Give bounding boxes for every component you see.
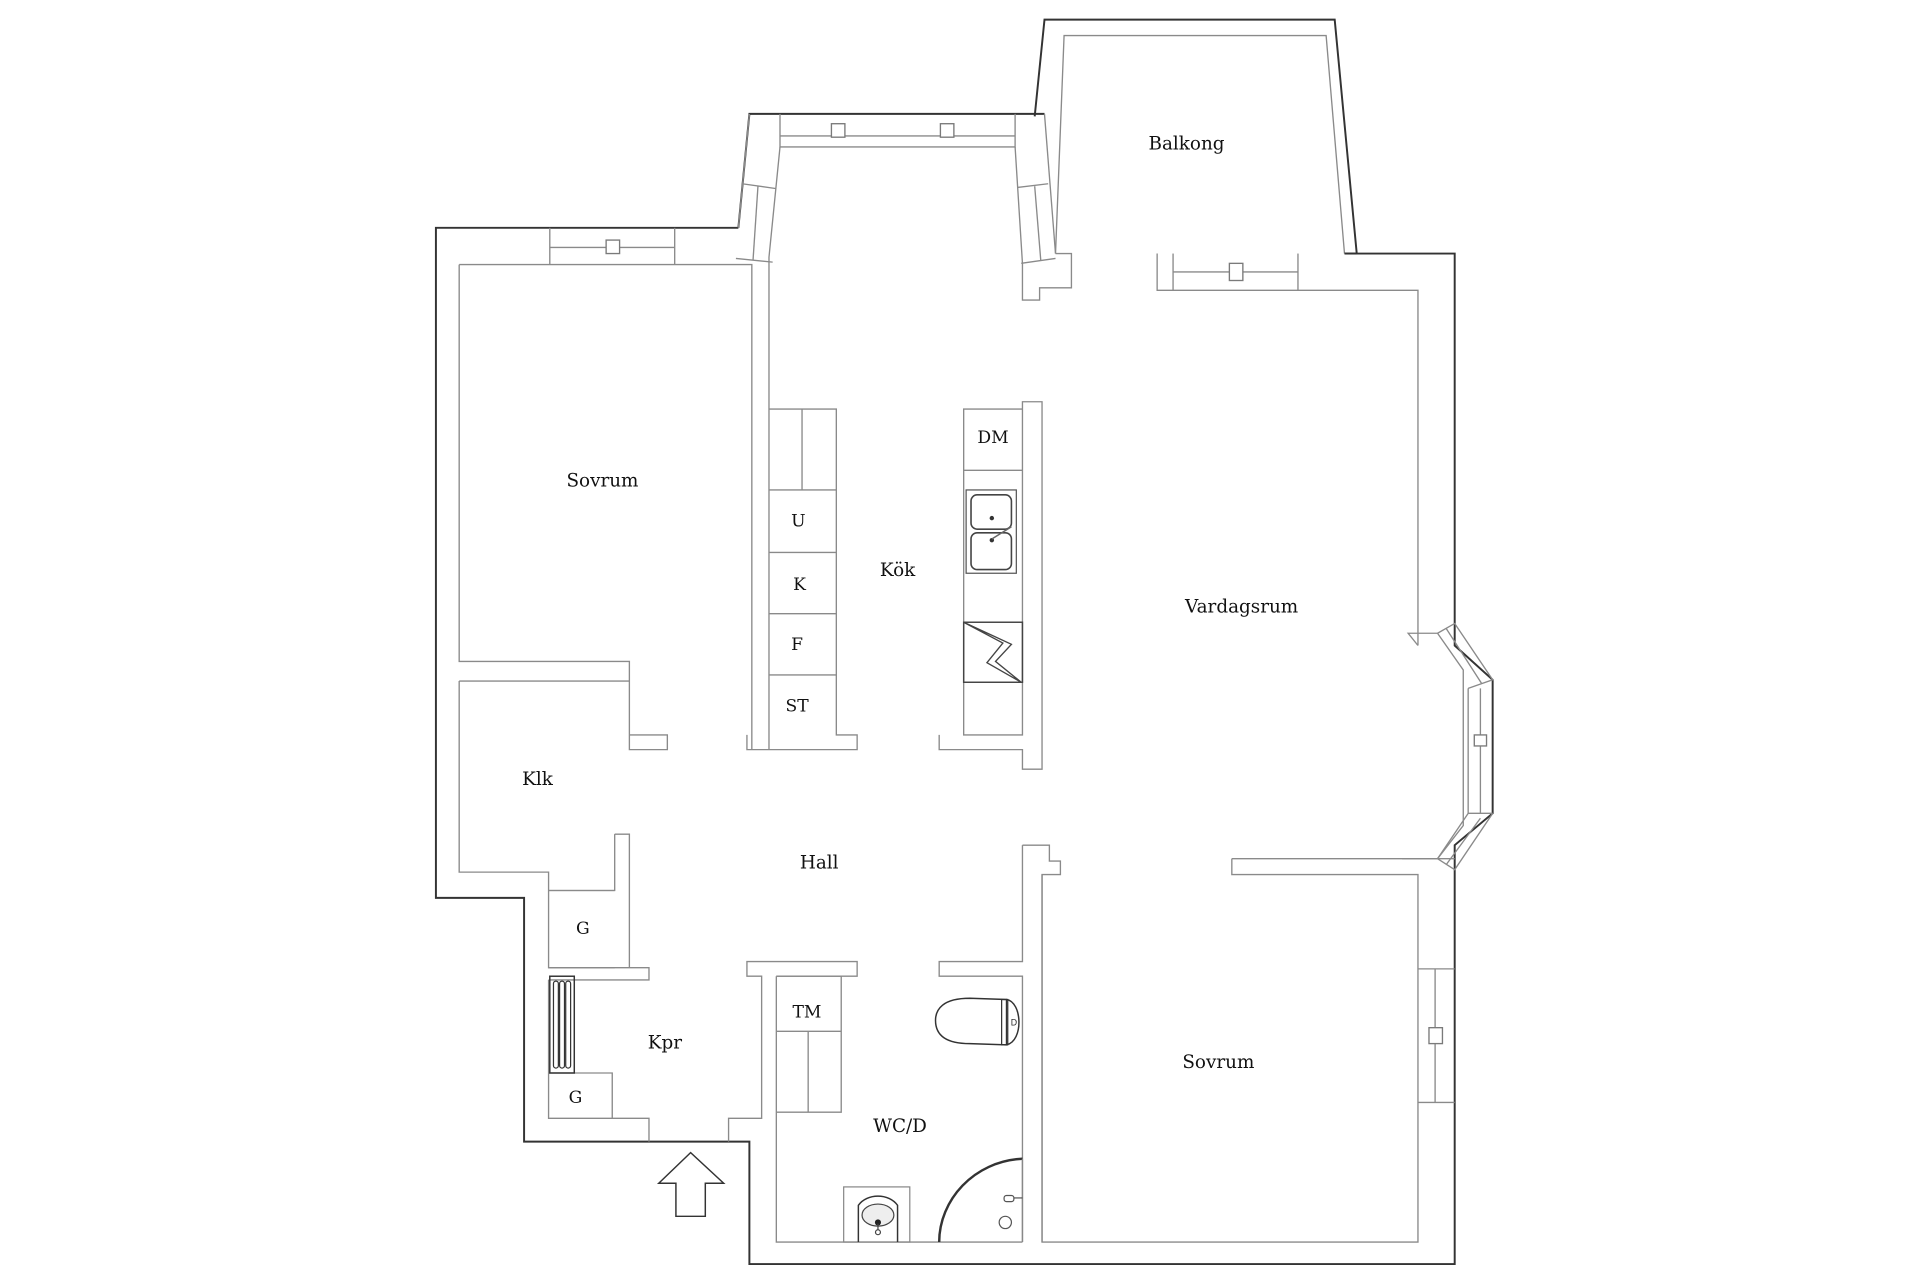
closet-g-2: G: [548, 1072, 613, 1119]
shower-icon: [937, 1157, 1024, 1243]
radiator-icon: [549, 975, 576, 1074]
closet-g-1: G: [548, 889, 615, 969]
fixture-label-tm: TM: [792, 1002, 821, 1022]
window-kitchen: [735, 113, 1073, 750]
svg-text:D: D: [1011, 1018, 1018, 1028]
window-sovrum-1: [549, 227, 676, 265]
bathroom: TM D: [775, 975, 1024, 1243]
up-arrow-icon: [656, 1151, 726, 1218]
room-label-sovrum-2: Sovrum: [1182, 1052, 1254, 1073]
window-sovrum-2: [1022, 844, 1455, 1243]
kitchen-right-counter: DM: [938, 401, 1043, 770]
room-label-kpr: Kpr: [648, 1033, 682, 1054]
bay-window: [1402, 622, 1494, 871]
room-label-vardagsrum: Vardagsrum: [1184, 597, 1298, 618]
double-sink-icon: [965, 489, 1017, 574]
window-vardagsrum-top: [1156, 253, 1419, 646]
toilet-icon: D: [934, 997, 1020, 1046]
fixture-label-g2: G: [569, 1088, 583, 1108]
entrance-arrow: [656, 1151, 726, 1218]
fixture-label-g1: G: [576, 919, 590, 939]
hall-walls: [938, 845, 1043, 1243]
room-labels: Balkong Sovrum Kök Vardagsrum Klk Hall K…: [522, 134, 1298, 1137]
room-label-hall: Hall: [800, 853, 839, 874]
fixture-label-f: F: [791, 635, 803, 655]
fixture-label-st: ST: [786, 696, 810, 716]
room-label-klk: Klk: [522, 769, 554, 790]
room-label-kok: Kök: [880, 560, 916, 581]
room-label-balkong: Balkong: [1148, 134, 1224, 155]
fixture-label-k: K: [793, 575, 807, 595]
kitchen-left-counter: U K F ST: [746, 408, 858, 751]
fixture-label-u: U: [791, 511, 805, 531]
washbasin-icon: [843, 1186, 911, 1243]
electric-stove-icon: [962, 621, 1024, 683]
room-label-wcd: WC/D: [873, 1116, 927, 1137]
room-label-sovrum-1: Sovrum: [566, 470, 638, 491]
fixture-label-dm: DM: [977, 428, 1008, 448]
